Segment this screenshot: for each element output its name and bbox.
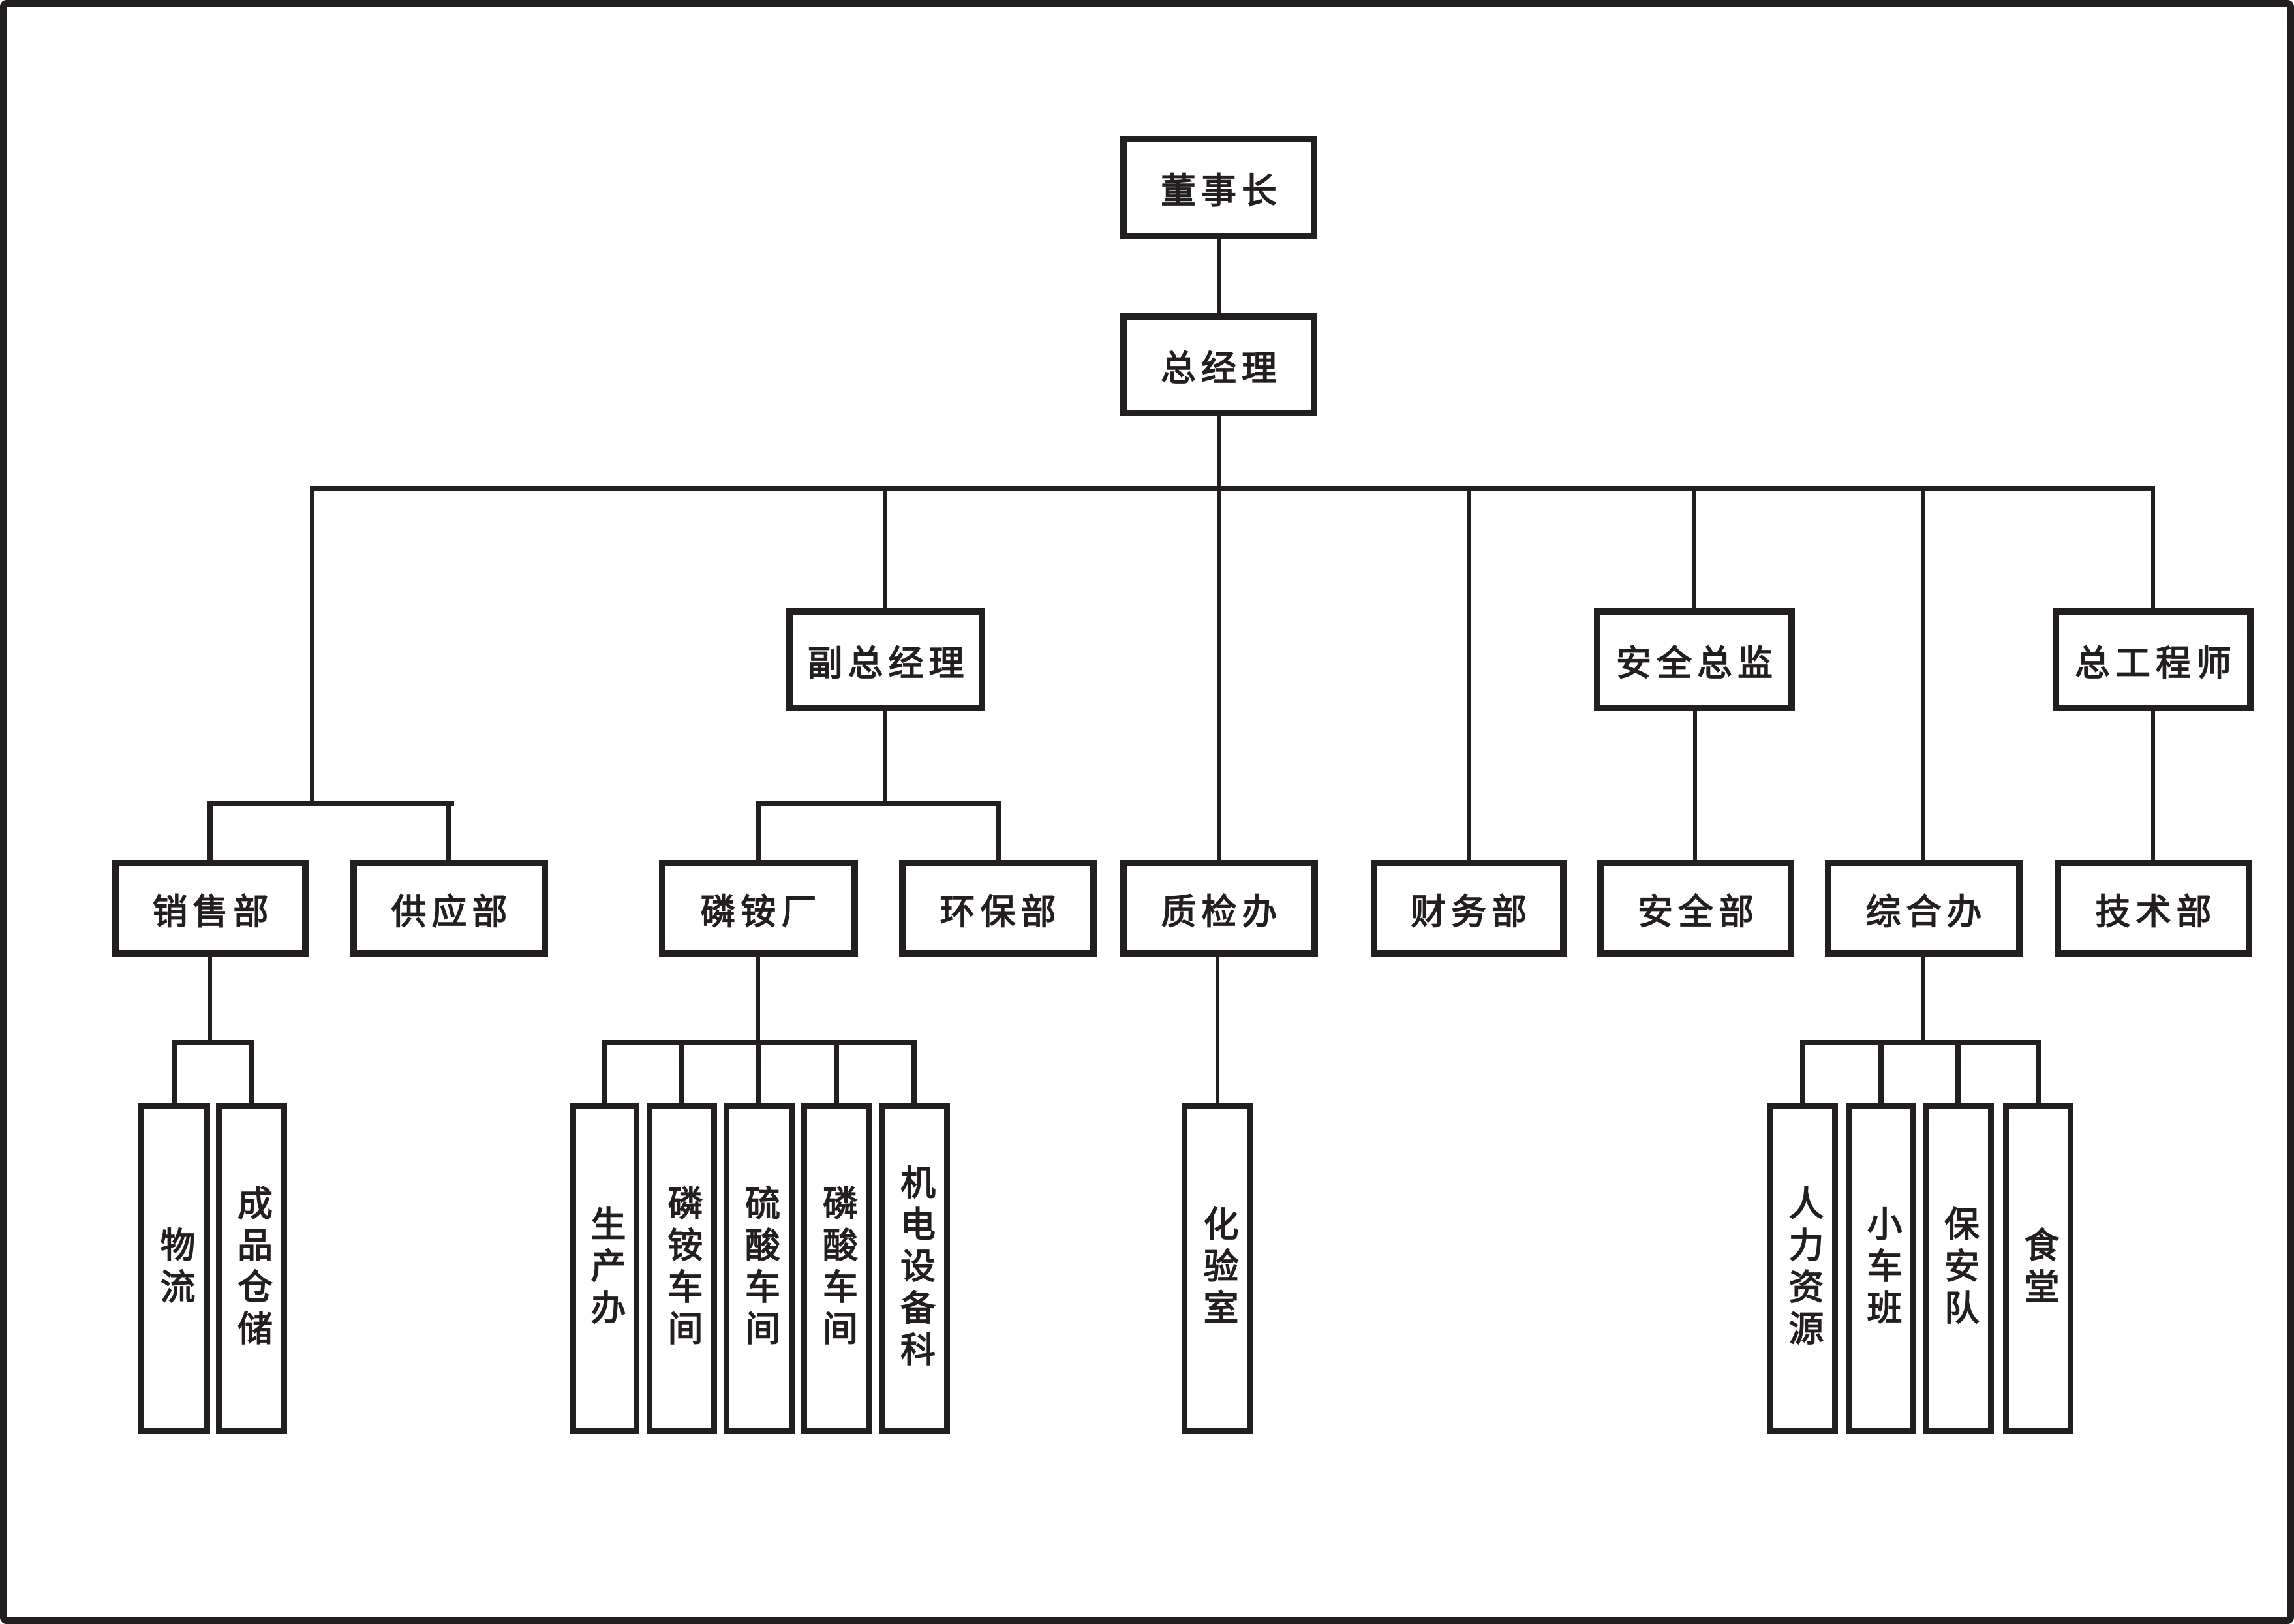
connector-deputy-gm-bracket xyxy=(883,711,887,801)
node-safety-dept: 安全部 xyxy=(1597,860,1794,957)
connector-drop-quality xyxy=(1217,486,1221,860)
node-sulfuric-acid-workshop: 硫酸车间 xyxy=(724,1103,795,1434)
connector-main-rail xyxy=(310,486,2155,491)
node-finished-goods-warehouse: 成品仓储 xyxy=(216,1103,287,1434)
connector-safety-director-dept xyxy=(1693,711,1697,860)
connector-drop-sales-supply xyxy=(310,486,314,801)
node-production-office: 生产办 xyxy=(570,1103,639,1434)
node-phosphate-ammonium-plant: 磷铵厂 xyxy=(659,860,858,957)
bracket-drop-equipment-section xyxy=(911,1040,917,1103)
node-environmental-protection-dept: 环保部 xyxy=(899,860,1097,957)
bracket-drop-sales xyxy=(207,801,213,860)
connector-chairman-gm xyxy=(1217,239,1221,313)
bracket-drop-phosphoric-workshop xyxy=(834,1040,839,1103)
node-phosphoric-acid-workshop: 磷酸车间 xyxy=(801,1103,872,1434)
bracket-drop-hr xyxy=(1800,1040,1805,1103)
connector-drop-deputy-gm xyxy=(883,486,887,608)
connector-drop-safety-director xyxy=(1692,486,1696,608)
connector-general-office-bracket xyxy=(1921,957,1925,1040)
bracket-drop-canteen xyxy=(2036,1040,2041,1103)
node-technology-dept: 技术部 xyxy=(2055,860,2252,957)
node-logistics: 物流 xyxy=(138,1103,210,1434)
node-chief-engineer: 总工程师 xyxy=(2053,608,2254,711)
node-electromechanical-equipment-section: 机电设备科 xyxy=(879,1103,950,1434)
bracket-drop-sulfuric-workshop xyxy=(756,1040,761,1103)
node-sales-dept: 销售部 xyxy=(112,860,309,957)
bracket-drop-plant xyxy=(756,801,761,860)
connector-plant-bracket xyxy=(756,957,760,1040)
node-phosphate-ammonium-workshop: 磷铵车间 xyxy=(647,1103,717,1434)
bracket-drop-warehouse xyxy=(249,1040,254,1103)
node-chairman: 董事长 xyxy=(1120,136,1317,239)
bracket-drop-env xyxy=(996,801,1001,860)
bracket-drop-supply xyxy=(446,801,451,860)
node-supply-dept: 供应部 xyxy=(350,860,548,957)
bracket-drop-logistics xyxy=(172,1040,177,1103)
bracket-general-office xyxy=(1800,1040,2041,1045)
node-general-affairs-office: 综合办 xyxy=(1825,860,2023,957)
connector-quality-laboratory xyxy=(1216,957,1219,1103)
node-motor-pool: 小车班 xyxy=(1846,1103,1916,1434)
node-laboratory: 化验室 xyxy=(1182,1103,1253,1434)
bracket-sales-supply xyxy=(207,801,454,806)
node-finance-dept: 财务部 xyxy=(1371,860,1567,957)
connector-drop-finance xyxy=(1467,486,1471,860)
node-general-manager: 总经理 xyxy=(1120,313,1317,416)
connector-chief-engineer-tech xyxy=(2151,711,2155,860)
bracket-logistics-warehouse xyxy=(172,1040,254,1045)
node-safety-director: 安全总监 xyxy=(1594,608,1795,711)
connector-drop-chief-engineer xyxy=(2151,486,2155,608)
connector-sales-bracket xyxy=(208,957,212,1040)
node-canteen: 食堂 xyxy=(2003,1103,2073,1434)
bracket-drop-phosphate-workshop xyxy=(679,1040,684,1103)
node-security-team: 保安队 xyxy=(1923,1103,1994,1434)
bracket-drop-security xyxy=(1955,1040,1961,1103)
node-deputy-general-manager: 副总经理 xyxy=(786,608,985,711)
node-human-resources: 人力资源 xyxy=(1767,1103,1838,1434)
connector-drop-general-office xyxy=(1921,486,1925,860)
bracket-plant-env xyxy=(756,801,1001,806)
bracket-drop-motor-pool xyxy=(1878,1040,1884,1103)
node-quality-inspection-office: 质检办 xyxy=(1120,860,1318,957)
connector-gm-rail xyxy=(1217,416,1221,486)
bracket-drop-production-office xyxy=(602,1040,607,1103)
